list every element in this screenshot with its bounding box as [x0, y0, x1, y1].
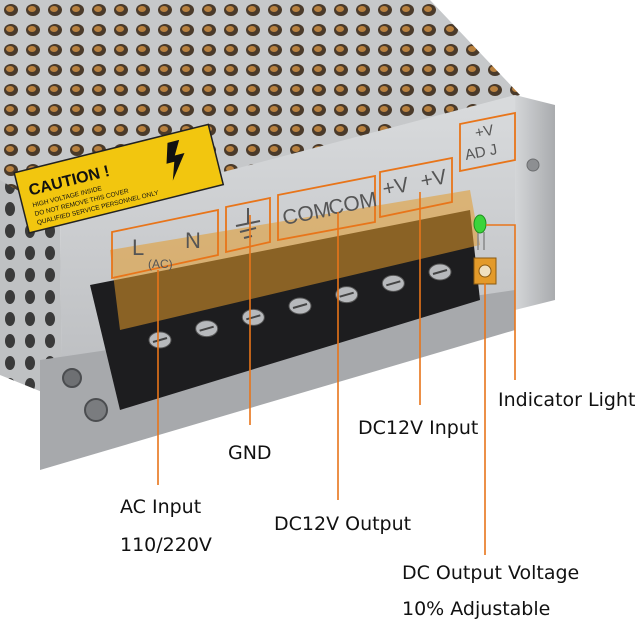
callout-gnd: GND: [228, 442, 272, 464]
screw-slot: [199, 325, 214, 332]
screw-slot: [432, 269, 448, 275]
mark-ac: (AC): [148, 257, 173, 271]
callout-ac-input-line-2: 110/220V: [120, 534, 212, 556]
screw-slot: [292, 303, 308, 309]
screw-slot: [339, 291, 354, 298]
mark-l: L: [132, 235, 144, 260]
mark-v-1: +V: [381, 173, 411, 201]
callout-ac-input-line-1: AC Input: [120, 496, 202, 518]
left-vent-panel: [0, 180, 62, 400]
screw-slot: [386, 280, 401, 287]
leader-lines: [157, 192, 516, 555]
indicator-led: [473, 214, 487, 250]
screw-slot: [246, 314, 261, 321]
mark-n: N: [185, 228, 201, 253]
voltage-adjust-pot: [473, 257, 497, 285]
callout-dc-voltage-line-1: DC Output Voltage: [402, 562, 580, 584]
callout-dc-voltage-line-2: 10% Adjustable: [402, 598, 551, 620]
leader-indicator-light: [486, 224, 516, 380]
terminal-marking-text: L N (AC) COM COM +V +V +V AD J: [132, 122, 499, 271]
mark-adj-v: +V: [474, 122, 496, 142]
callout-dc-output: DC12V Output: [274, 513, 412, 535]
terminal-block: [90, 190, 480, 410]
terminal-screws: [148, 263, 452, 349]
mark-adj: AD J: [464, 141, 499, 164]
ground-symbol-icon: [235, 208, 261, 239]
lightning-icon: [166, 139, 185, 181]
mark-v-2: +V: [419, 165, 449, 193]
right-side-panel: [515, 95, 555, 310]
terminal-markings: [111, 111, 516, 280]
callout-indicator-light: Indicator Light: [498, 389, 636, 411]
screw-slot: [152, 337, 168, 343]
callout-dc-input: DC12V Input: [358, 417, 479, 439]
